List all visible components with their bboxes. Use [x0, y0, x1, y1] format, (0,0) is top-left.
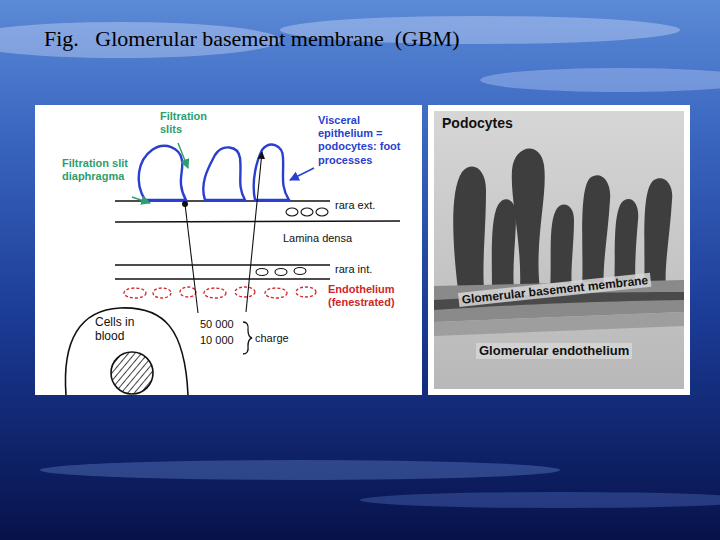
- podocyte-foot-processes: [139, 145, 289, 200]
- size-number: 50 000: [200, 318, 234, 331]
- size-number: 10 000: [200, 334, 234, 347]
- leader-line: [290, 168, 314, 180]
- micrograph: [434, 111, 684, 389]
- photo-label: Podocytes: [442, 115, 513, 132]
- callout-label: Filtration slit diaphragma: [62, 157, 132, 183]
- cell-nucleus: [111, 352, 153, 394]
- figure-title: Fig. Glomerular basement membrane (GBM): [44, 26, 459, 52]
- photo-frame: [428, 105, 690, 395]
- micrograph-podocytes: [453, 149, 672, 290]
- micrograph-endothelium: [434, 312, 684, 336]
- filtration-arrow: [246, 152, 262, 312]
- layer-label: rara int.: [335, 263, 372, 276]
- sketch-panel: [35, 105, 422, 395]
- molecule-path: [185, 204, 198, 313]
- cell-label: Cells in blood: [95, 315, 147, 344]
- layer-label: Endothelium (fenestrated): [328, 283, 416, 309]
- layer-label: Lamina densa: [283, 232, 352, 245]
- leader-line: [132, 197, 150, 203]
- callout-label: Filtration slits: [160, 110, 222, 136]
- endothelium-cells: [124, 287, 316, 298]
- layer-label: rara ext.: [335, 199, 375, 212]
- callout-label: Visceral epithelium = podocytes: foot pr…: [318, 114, 408, 167]
- note-label: charge: [255, 332, 289, 345]
- clouds: [0, 16, 720, 508]
- membrane-layers: [115, 201, 400, 279]
- leader-line: [178, 143, 188, 168]
- photo-label: Glomerular endothelium: [476, 343, 632, 359]
- blood-cell-outline: [65, 308, 188, 395]
- brace: [243, 322, 252, 354]
